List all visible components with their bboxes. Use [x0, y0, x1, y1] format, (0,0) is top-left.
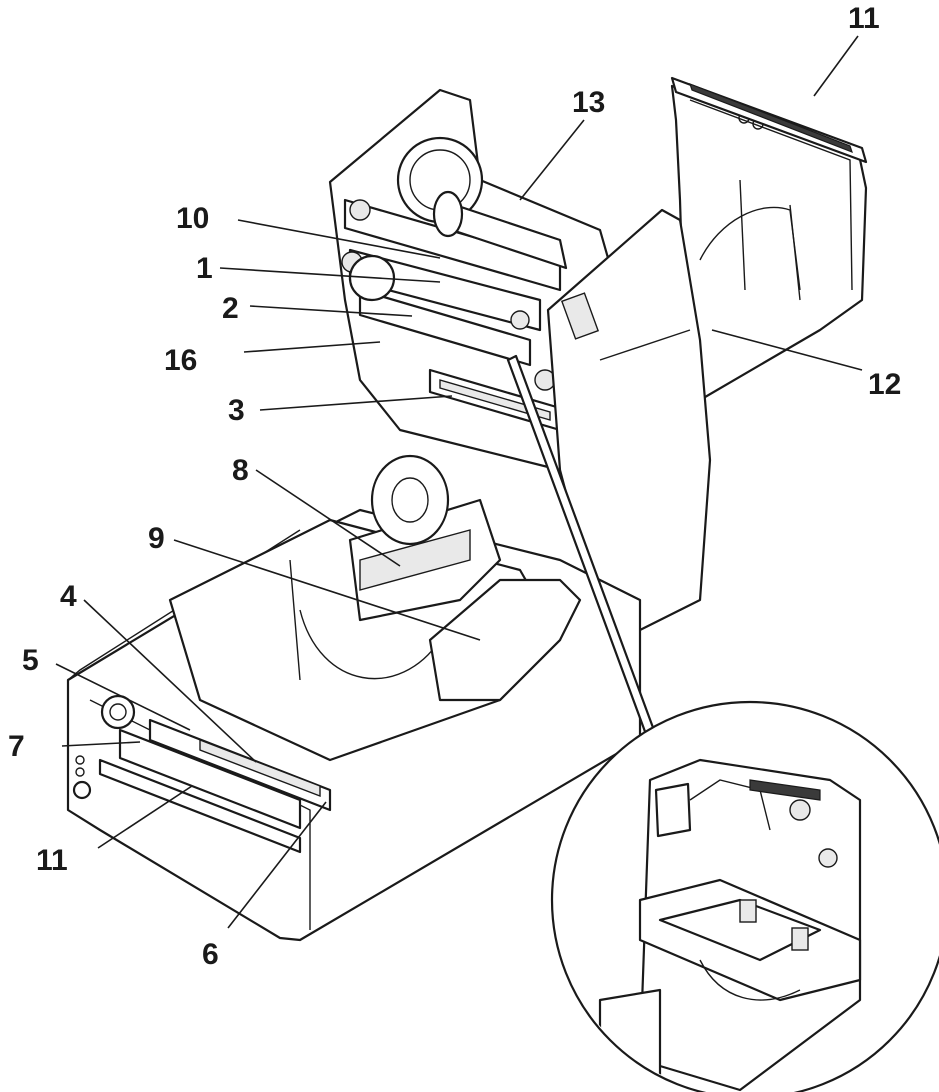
tear-bar-top	[670, 76, 868, 164]
label-8: 8	[232, 454, 249, 487]
label-4: 4	[60, 580, 77, 613]
label-16: 16	[164, 344, 197, 377]
leader-lines	[55, 35, 863, 929]
printer-body	[66, 454, 642, 942]
label-11-top: 11	[848, 2, 880, 35]
label-6: 6	[202, 938, 219, 971]
label-7: 7	[8, 730, 25, 763]
label-12: 12	[868, 368, 901, 401]
label-13: 13	[572, 86, 605, 119]
label-5: 5	[22, 644, 39, 677]
label-2: 2	[222, 292, 239, 325]
label-11-bottom: 11	[36, 844, 68, 877]
label-1: 1	[196, 252, 213, 285]
detail-inset	[550, 700, 939, 1092]
callout-labels: 11 13 10 1 2 16 3 12 8 9 4 5 7 11 6	[8, 2, 901, 971]
label-3: 3	[228, 394, 245, 427]
label-10: 10	[176, 202, 209, 235]
head-assembly	[328, 88, 622, 482]
label-9: 9	[148, 522, 165, 555]
